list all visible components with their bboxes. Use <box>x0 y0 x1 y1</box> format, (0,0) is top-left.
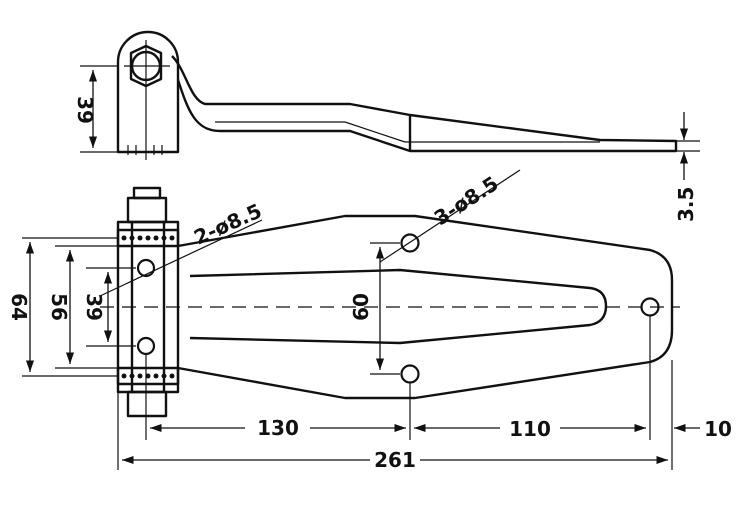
leaf-plate <box>177 214 674 400</box>
side-view: 39 3.5 <box>73 30 700 222</box>
dim-thickness: 3.5 <box>674 187 698 222</box>
dim-overall-length: 261 <box>374 448 416 472</box>
dim-hole-to-hole: 110 <box>509 417 551 441</box>
leaf-rib <box>189 268 608 345</box>
label-mount-holes: 3-ø8.5 <box>430 171 503 230</box>
dim-height-outer: 64 <box>7 293 31 321</box>
dim-height-inner: 56 <box>47 293 71 321</box>
leader-mount-holes <box>379 169 521 263</box>
plan-view: 64 56 39 2-ø8.5 3-ø8.5 60 130 110 <box>7 169 732 472</box>
side-strap <box>171 55 678 153</box>
plan-bottom-nut <box>126 390 168 418</box>
washer-hatch-top <box>121 235 175 241</box>
label-pin-holes: 2-ø8.5 <box>190 199 265 250</box>
pin-hole-top <box>136 258 156 278</box>
mount-hole-bottom <box>400 364 420 384</box>
dim-end-offset: 10 <box>704 417 732 441</box>
plan-top-nut <box>126 196 168 224</box>
dim-to-first-hole: 130 <box>257 416 299 440</box>
dim-mount-spacing: 60 <box>349 293 373 321</box>
dim-side-height: 39 <box>73 96 97 124</box>
leader-pin-holes <box>99 219 263 297</box>
washer-hatch-bottom <box>121 373 175 379</box>
side-knuckle <box>116 30 180 154</box>
pin-hole-bottom <box>136 336 156 356</box>
dim-pin-spacing: 39 <box>82 293 106 321</box>
